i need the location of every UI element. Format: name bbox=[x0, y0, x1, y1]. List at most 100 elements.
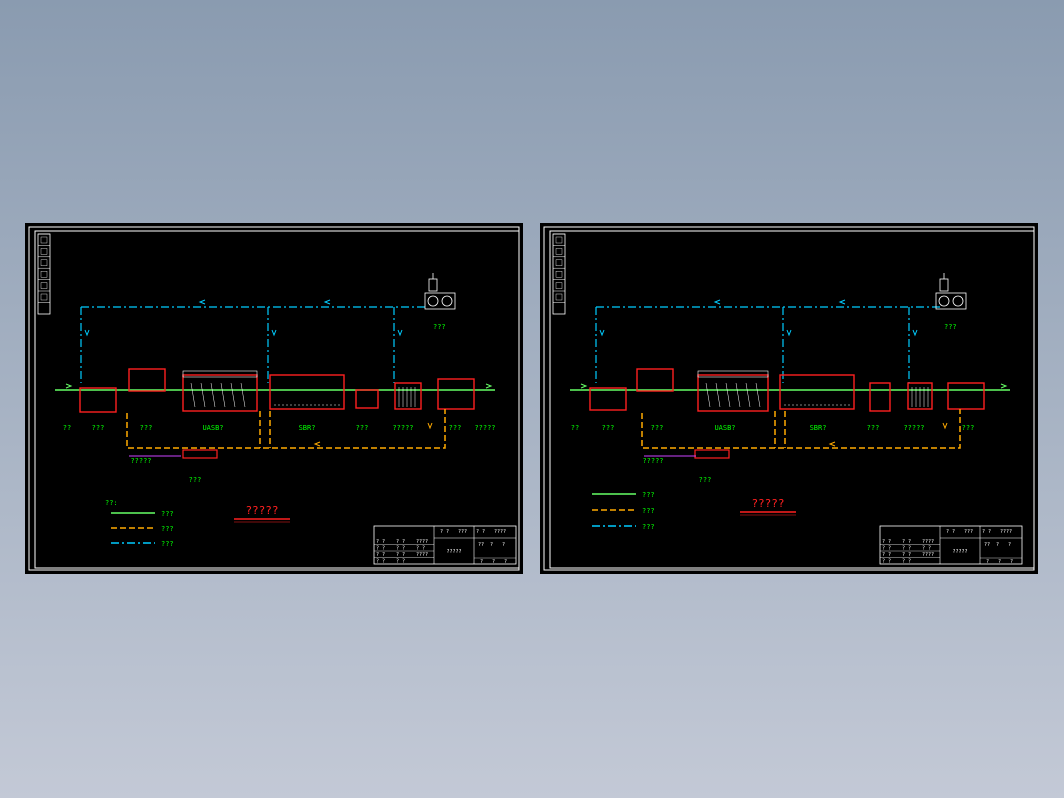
blower-body bbox=[424, 292, 456, 310]
side-strip-cell bbox=[40, 248, 48, 255]
title-block-top-4: ???? bbox=[1000, 529, 1012, 535]
unit-label-4: UASB? bbox=[202, 424, 223, 432]
flow-arrow bbox=[942, 422, 948, 430]
title-block-cell: ? ? bbox=[376, 539, 385, 545]
uasb-top bbox=[697, 370, 769, 378]
title-block-right-3: ? bbox=[1008, 542, 1011, 548]
side-strip bbox=[37, 233, 51, 315]
uasb-internal bbox=[220, 382, 226, 408]
title-block-top-2: ??? bbox=[458, 529, 467, 535]
side-strip-cell bbox=[40, 259, 48, 266]
blower-fan-icon bbox=[952, 295, 964, 307]
title-block-bottom-2: ? bbox=[492, 559, 495, 565]
title-block-bottom-2: ? bbox=[998, 559, 1001, 565]
uasb-internal bbox=[745, 382, 751, 408]
title-block-cell: ???? bbox=[416, 539, 428, 545]
inner-frame bbox=[549, 230, 1035, 569]
flow-arrow bbox=[313, 441, 321, 447]
title-block-bottom-3: ? bbox=[504, 559, 507, 565]
title-block-cell: ? ? bbox=[396, 559, 405, 565]
sludge-line bbox=[641, 409, 961, 449]
unit-label-3: ??? bbox=[651, 424, 664, 432]
title-block-cell: ? ? bbox=[902, 552, 911, 558]
flow-arrow bbox=[828, 441, 836, 447]
title-block-cell: ? ? bbox=[376, 546, 385, 552]
unit-label-5: SBR? bbox=[299, 424, 316, 432]
title-block-cell: ? ? bbox=[376, 559, 385, 565]
unit-label-2: ??? bbox=[602, 424, 615, 432]
unit-label-5: SBR? bbox=[810, 424, 827, 432]
legend-label-1: ??? bbox=[161, 510, 174, 518]
side-strip-cell bbox=[555, 293, 563, 301]
unit-label-7: ????? bbox=[392, 424, 413, 432]
title-block-right-2: ? bbox=[490, 542, 493, 548]
unit-label-8: ??? bbox=[449, 424, 462, 432]
treatment-unit-2 bbox=[128, 368, 166, 392]
uasb-internal bbox=[230, 382, 236, 408]
drawing-title: ????? bbox=[751, 497, 784, 510]
title-block-top-2: ??? bbox=[964, 529, 973, 535]
treatment-unit-1 bbox=[79, 387, 117, 413]
title-block-cell: ???? bbox=[922, 552, 934, 558]
legend-label-3: ??? bbox=[161, 540, 174, 548]
sludge-line bbox=[126, 409, 446, 449]
flow-arrow bbox=[713, 299, 721, 305]
flow-arrow bbox=[838, 299, 846, 305]
flow-arrow bbox=[84, 329, 90, 337]
flow-arrow bbox=[485, 383, 493, 389]
side-strip bbox=[552, 233, 566, 315]
title-block-top-1: ? ? bbox=[440, 529, 449, 535]
flow-arrow bbox=[580, 383, 588, 389]
unit-label-7: ????? bbox=[903, 424, 924, 432]
title-block-cell: ? ? bbox=[416, 546, 425, 552]
blower-body bbox=[935, 292, 967, 310]
treatment-unit-1 bbox=[589, 387, 627, 411]
treatment-unit-7 bbox=[947, 382, 985, 410]
sludge-tank-label: ??? bbox=[189, 476, 202, 484]
treatment-unit-6 bbox=[394, 382, 422, 410]
flow-arrow bbox=[912, 329, 918, 337]
title-block-cell: ? ? bbox=[396, 539, 405, 545]
title-block-top-3: ? ? bbox=[476, 529, 485, 535]
legend-label-2: ??? bbox=[161, 525, 174, 533]
side-strip-cell bbox=[555, 236, 563, 244]
treatment-unit-5 bbox=[355, 389, 379, 409]
title-block-right-3: ? bbox=[502, 542, 505, 548]
sludge-tank bbox=[694, 449, 730, 459]
title-block-top-3: ? ? bbox=[982, 529, 991, 535]
side-strip-cell bbox=[555, 271, 563, 278]
unit-label-1: ?? bbox=[63, 424, 71, 432]
process-flow-diagram: ???????????UASB?SBR?????????????????????… bbox=[55, 273, 496, 548]
title-block-top-4: ???? bbox=[494, 529, 506, 535]
drawing-sheet-right: ???????????UASB?SBR?????????????????????… bbox=[540, 223, 1038, 574]
treatment-unit-5 bbox=[869, 382, 891, 412]
uasb-internal bbox=[190, 382, 196, 408]
title-block-right-1: ?? bbox=[984, 542, 990, 548]
title-block-bottom-1: ? bbox=[480, 559, 483, 565]
blower-fan-icon bbox=[441, 295, 453, 307]
treatment-unit-3 bbox=[697, 374, 769, 412]
title-block-cell: ? ? bbox=[396, 546, 405, 552]
flow-arrow bbox=[427, 422, 433, 430]
title-block-cell: ? ? bbox=[882, 552, 891, 558]
blower-label: ??? bbox=[944, 323, 957, 331]
unit-label-8: ??? bbox=[962, 424, 975, 432]
uasb-internal bbox=[755, 382, 761, 408]
drawing-title: ????? bbox=[245, 504, 278, 517]
sludge-out-label: ????? bbox=[130, 457, 151, 465]
side-strip-cell bbox=[40, 293, 48, 301]
legend-heading: ??: bbox=[105, 499, 118, 507]
unit-label-6: ??? bbox=[356, 424, 369, 432]
treatment-unit-3 bbox=[182, 374, 258, 412]
uasb-internal bbox=[200, 382, 206, 408]
blower-fan-icon bbox=[427, 295, 439, 307]
outer-frame bbox=[543, 226, 1035, 571]
unit-label-1: ?? bbox=[571, 424, 579, 432]
side-strip-cell bbox=[555, 248, 563, 255]
treatment-unit-7 bbox=[437, 378, 475, 410]
flow-arrow bbox=[397, 329, 403, 337]
uasb-internal bbox=[240, 382, 246, 408]
legend-label-1: ??? bbox=[642, 491, 655, 499]
blower-motor bbox=[939, 278, 949, 292]
title-block-cell: ???? bbox=[416, 552, 428, 558]
